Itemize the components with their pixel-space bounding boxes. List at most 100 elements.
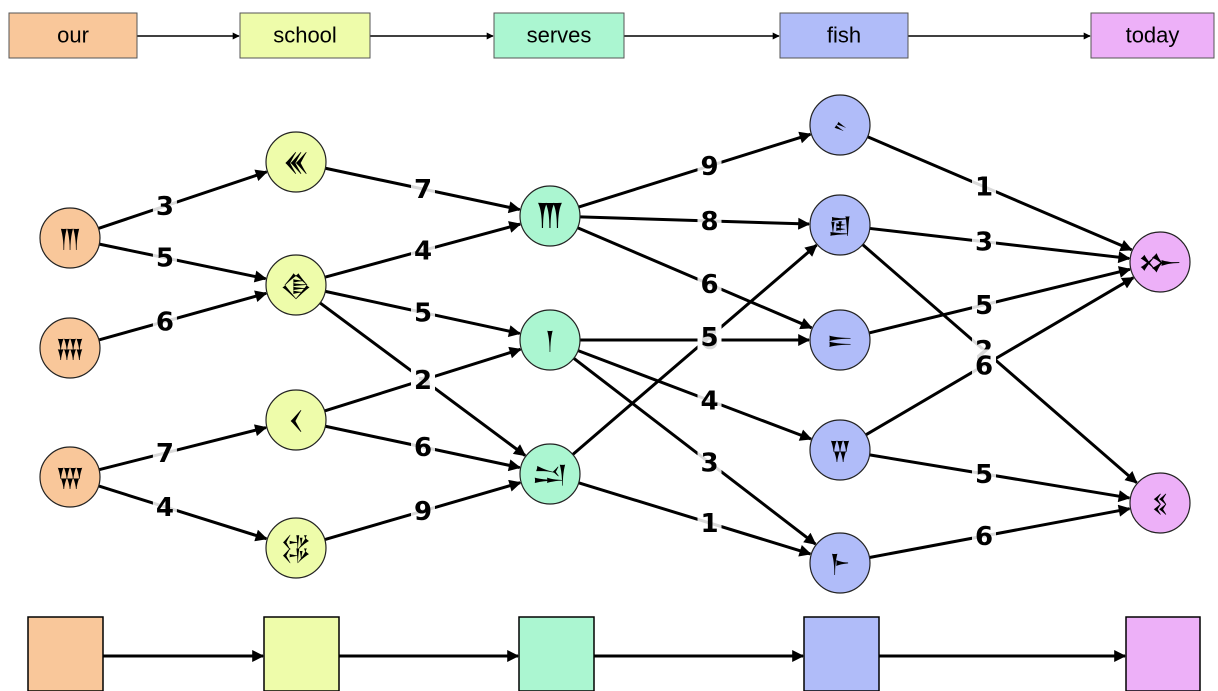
node-c2a (519, 185, 581, 247)
edge-weight-label: 1 (975, 173, 993, 203)
word-label: our (57, 23, 89, 48)
cuneiform-sign-icon: 𒋰 (827, 326, 853, 355)
edge-weight-label: 5 (414, 299, 432, 329)
edge-weight-backdrop (411, 173, 435, 203)
word-box-our (8, 12, 138, 59)
cuneiform-sign-icon: 𒐗 (536, 202, 565, 231)
node-c0b (39, 317, 101, 379)
edge-weight-label: 9 (414, 497, 432, 527)
edge-weight-label: 6 (975, 351, 993, 381)
word-sequence-row: our school serves fish today (8, 12, 1215, 59)
node-c2c (519, 443, 581, 505)
edge-weight-backdrop (152, 490, 177, 521)
node-c2b (519, 309, 581, 371)
edge-weight-backdrop (411, 431, 435, 461)
edge-weight-label: 7 (156, 439, 174, 469)
edge-weight-backdrop (972, 457, 996, 488)
node-c3a (809, 94, 871, 156)
edge-c0c-c1c (98, 424, 268, 472)
word-label: fish (827, 23, 861, 48)
cuneiform-three-sign-icon: 𒐈 (58, 224, 81, 253)
edge-c3b-c4a (869, 226, 1131, 264)
cuneiform-sign-icon: 𒌍 (283, 148, 309, 177)
node-c1d (265, 517, 327, 579)
word-box-fish (779, 12, 909, 59)
node-c1c (265, 389, 327, 451)
cuneiform-sign-icon: 𒐌 (55, 463, 85, 492)
cuneiform-sign-icon: 𒐊 (828, 436, 851, 465)
edge-c3e-c4b (869, 504, 1131, 559)
edge-weight-backdrop (972, 288, 996, 319)
color-box-school (263, 616, 340, 691)
edge-c2b-c3e (572, 357, 817, 546)
cuneiform-sign-icon: 𒈨 (829, 549, 850, 578)
cuneiform-sign-icon: 𒌋 (288, 406, 304, 435)
word-label: serves (527, 23, 592, 48)
edge-c2a-c3a (578, 131, 812, 209)
edge-weight-backdrop (697, 384, 722, 415)
color-box-fish (803, 616, 880, 691)
edge-weight-backdrop (411, 364, 435, 394)
cuneiform-sign-icon: 𒐏 (1151, 489, 1168, 518)
color-box-our (27, 616, 104, 691)
cuneiform-sign-icon: 𒁍 (1138, 248, 1182, 277)
edge-weight-label: 4 (700, 387, 718, 417)
edge-weight-backdrop (697, 268, 722, 299)
edge-weight-label: 7 (414, 175, 432, 205)
word-label: today (1126, 23, 1180, 48)
word-box-serves (493, 12, 625, 59)
edge-weight-label: 6 (156, 308, 174, 338)
node-c0c (39, 446, 101, 508)
edge-c3c-c4a (868, 266, 1132, 335)
edge-c3a-c4a (866, 135, 1133, 252)
edge-weight-label: 6 (975, 522, 993, 552)
color-box-today (1125, 616, 1201, 691)
word-box-school (239, 12, 371, 59)
cuneiform-sign-icon: 𒁳 (828, 211, 852, 240)
edge-weight-label: 6 (414, 433, 432, 463)
word-label: school (273, 23, 337, 48)
node-c1a (265, 131, 327, 193)
edge-weight-backdrop (697, 506, 722, 537)
edge-c0a-c1b (99, 242, 267, 283)
edge-weight-backdrop (697, 149, 722, 180)
edge-c2a-c3b (579, 215, 811, 230)
cuneiform-sign-icon: 𒐍 (55, 334, 85, 363)
edge-weight-label: 4 (156, 493, 174, 523)
edge-weight-label: 1 (700, 509, 718, 539)
edge-weight-label: 4 (414, 237, 432, 267)
edge-weight-backdrop (972, 520, 996, 550)
edge-weight-label: 3 (156, 192, 174, 222)
edge-c0a-c1a (97, 169, 268, 230)
node-c1b (265, 254, 327, 316)
cuneiform-sign-icon: 𒑊 (832, 111, 848, 140)
edge-c2c-c3e (578, 481, 812, 557)
edge-weight-label: 6 (700, 270, 718, 300)
node-c3b (809, 194, 871, 256)
edge-weight-backdrop (697, 204, 722, 235)
edge-c0b-c1b (98, 290, 268, 342)
edge-weight-backdrop (152, 305, 177, 336)
edge-weight-label: 2 (414, 366, 432, 396)
cuneiform-sign-icon: 𒆠 (280, 271, 312, 300)
edge-weight-backdrop (411, 495, 435, 525)
color-box-serves (518, 616, 595, 691)
node-c0a (39, 207, 101, 269)
color-sequence-row (27, 616, 1201, 691)
cuneiform-sign-icon: 𒌏 (281, 534, 312, 564)
edge-weight-label: 5 (156, 244, 174, 274)
edge-weight-label: 5 (975, 460, 993, 490)
edge-weight-backdrop (972, 170, 996, 201)
node-c3e (809, 532, 871, 594)
node-c4b (1129, 472, 1191, 534)
node-c4a (1129, 231, 1191, 293)
edge-weight-backdrop (152, 190, 177, 221)
edge-weight-label: 3 (975, 228, 993, 258)
edge-weight-backdrop (152, 437, 177, 468)
edge-layer (97, 131, 1138, 559)
edge-weight-backdrop (411, 296, 435, 327)
edge-c2a-c3c (576, 226, 813, 330)
edge-c3b-c4b (861, 243, 1138, 484)
